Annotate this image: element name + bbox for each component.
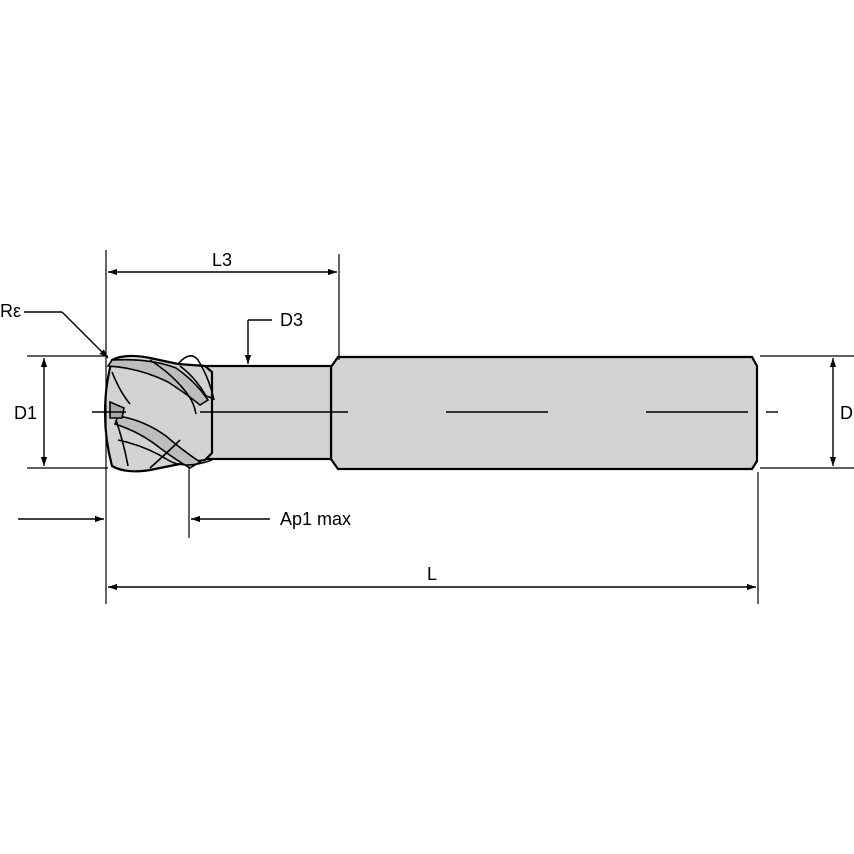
dimension-l: L (108, 564, 756, 591)
dimension-d1: D1 (14, 358, 48, 466)
label-l: L (427, 564, 437, 584)
tool-body (103, 354, 759, 473)
flutes (106, 355, 215, 469)
label-d: D (840, 403, 853, 423)
label-d1: D1 (14, 403, 37, 423)
label-d3: D3 (280, 310, 303, 330)
shank (329, 355, 759, 471)
extension-lines (27, 250, 854, 604)
label-ap1max: Ap1 max (280, 509, 351, 529)
dimension-re: Rε (0, 301, 109, 359)
label-re: Rε (0, 301, 21, 321)
dimension-d: D (829, 358, 853, 466)
dimension-ap1max: Ap1 max (18, 509, 351, 529)
dimension-l3: L3 (108, 250, 337, 276)
label-l3: L3 (212, 250, 232, 270)
dimension-d3: D3 (244, 310, 303, 364)
